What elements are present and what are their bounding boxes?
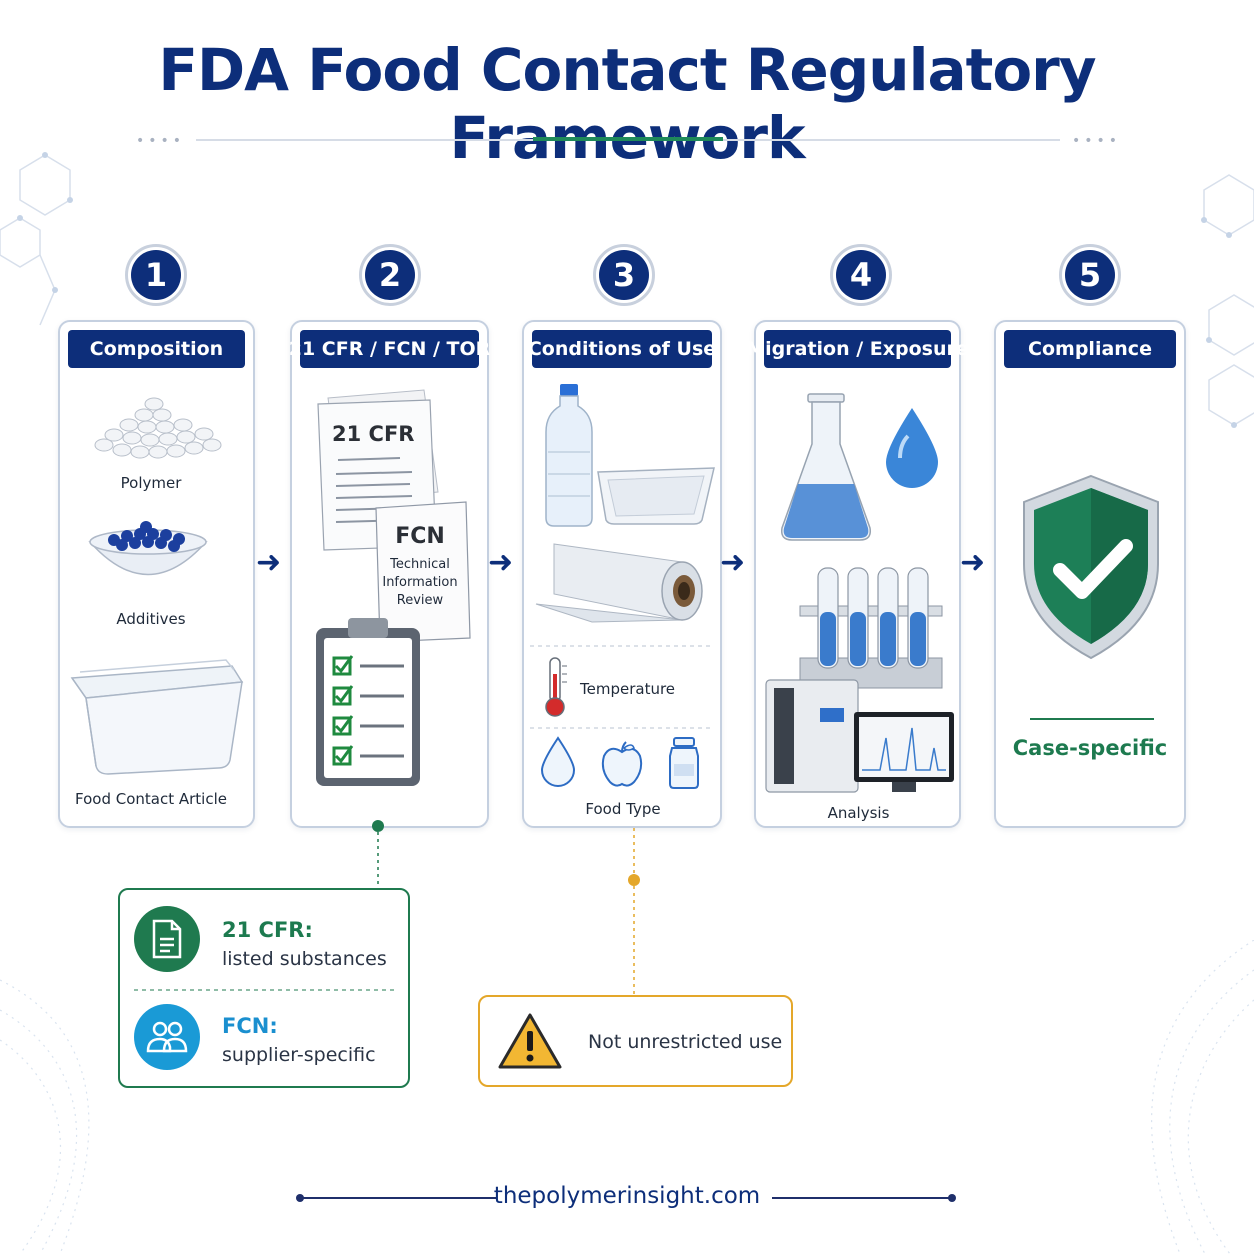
- footer-line-right: [772, 1197, 952, 1199]
- step-card-compliance: Compliance Case-specific: [994, 320, 1186, 828]
- item-label-polymer: Polymer: [120, 474, 182, 492]
- step-card-21cfr-fcn-tor: 21 CFR / FCN / TOR 21 CFR FCN Technical …: [289, 320, 490, 828]
- dotted-wave-decoration: [0, 940, 1254, 1254]
- callout-cfr-body: listed substances: [222, 948, 387, 970]
- step-number-2: 2: [359, 244, 421, 306]
- step-heading-conditions-of-use: Conditions of Use: [528, 330, 716, 368]
- hex-network-decoration-right: [1201, 174, 1254, 428]
- jar-icon: [669, 737, 699, 789]
- step-number-4: 4: [830, 244, 892, 306]
- item-label-additives: Additives: [116, 610, 186, 628]
- step-card-conditions-of-use: Conditions of Use Temperature Food Type: [522, 320, 722, 828]
- item-label-food-contact-article: Food Contact Article: [75, 790, 227, 808]
- plastic-container-icon: [70, 659, 244, 775]
- warning-icon: [498, 1013, 562, 1069]
- title-divider-accent: [533, 137, 723, 141]
- polymer-pellets-icon: [94, 397, 222, 459]
- document-icon: [134, 906, 200, 972]
- callout-cfr-head: 21 CFR:: [222, 918, 313, 942]
- people-icon: [134, 1004, 200, 1070]
- step-number-3: 3: [593, 244, 655, 306]
- flow-arrow-4: ➜: [960, 545, 986, 580]
- connector-step3-callout: [628, 828, 640, 996]
- step-heading-migration-exposure: Migration / Exposure: [746, 330, 969, 368]
- checklist-clipboard-icon: [316, 618, 420, 786]
- footer-website[interactable]: thepolymerinsight.com: [493, 1183, 761, 1209]
- item-label-food-type: Food Type: [585, 800, 661, 818]
- hex-network-decoration-left: [0, 152, 73, 326]
- callout-fcn-head: FCN:: [222, 1014, 278, 1038]
- film-roll-icon: [535, 543, 703, 623]
- callout-warning: Not unrestricted use: [478, 995, 793, 1087]
- callout-cfr-fcn: 21 CFR: listed substances FCN: supplier-…: [118, 888, 410, 1088]
- step-card-composition: Composition Polymer Additives Food Conta…: [58, 320, 255, 828]
- footer-dot-left: [296, 1194, 304, 1202]
- thermometer-icon: [545, 657, 567, 717]
- callout-warning-text: Not unrestricted use: [588, 1031, 783, 1053]
- apple-icon: [601, 741, 643, 787]
- divider-dashed-3a: [530, 645, 714, 647]
- step-heading-compliance: Compliance: [1004, 330, 1176, 368]
- water-bottle-icon: [545, 384, 593, 527]
- divider-dashed-3b: [530, 727, 714, 729]
- flask-icon: [780, 393, 872, 541]
- callout-divider: [134, 989, 398, 991]
- callout-fcn-body: supplier-specific: [222, 1044, 376, 1066]
- analysis-instrument-icon: [765, 679, 954, 793]
- water-drop-icon: [540, 736, 576, 787]
- title-dots-left: ••••: [136, 133, 186, 149]
- doc-fcn-line-technical: Technical: [390, 557, 450, 572]
- item-label-analysis: Analysis: [827, 804, 890, 822]
- regulation-documents-icon: [317, 389, 471, 643]
- test-tubes-icon: [799, 567, 943, 689]
- step-number-5: 5: [1059, 244, 1121, 306]
- doc-label-fcn: FCN: [395, 524, 445, 549]
- doc-fcn-line-review: Review: [396, 593, 444, 608]
- additive-beads-bowl-icon: [88, 521, 208, 576]
- water-drop-icon: [886, 408, 938, 488]
- footer-line-left: [300, 1197, 496, 1199]
- step-heading-21cfr-fcn-tor: 21 CFR / FCN / TOR: [289, 330, 490, 368]
- doc-label-21cfr: 21 CFR: [332, 422, 415, 446]
- page-title: FDA Food Contact Regulatory Framework: [158, 36, 1096, 172]
- compliance-result: Case-specific: [1012, 736, 1168, 760]
- compliance-divider: [1030, 718, 1154, 720]
- plastic-tray-icon: [597, 467, 715, 525]
- connector-step2-callout: [372, 820, 384, 890]
- doc-fcn-line-information: Information: [382, 575, 458, 590]
- footer-dot-right: [948, 1194, 956, 1202]
- step-card-migration-exposure: Migration / Exposure Analysis: [746, 320, 969, 828]
- shield-check-icon: [1023, 474, 1159, 660]
- title-dots-right: ••••: [1072, 133, 1122, 149]
- flow-arrow-1: ➜: [256, 545, 282, 580]
- step-heading-composition: Composition: [68, 330, 245, 368]
- flow-arrow-3: ➜: [720, 545, 746, 580]
- item-label-temperature: Temperature: [580, 680, 676, 698]
- flow-arrow-2: ➜: [488, 545, 514, 580]
- step-number-1: 1: [125, 244, 187, 306]
